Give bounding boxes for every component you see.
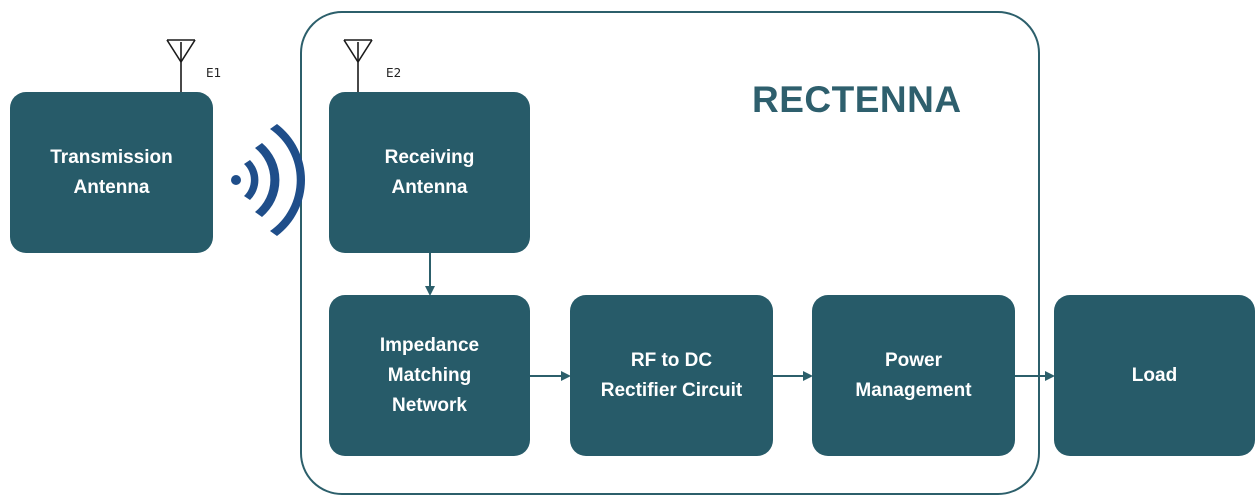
signal-wave-1 <box>244 160 259 200</box>
signal-dot <box>231 175 241 185</box>
block-receiving-antenna: Receiving Antenna <box>329 92 530 253</box>
tx-antenna-icon <box>166 39 196 92</box>
wireless-signal-icon <box>231 124 305 236</box>
block-impedance-matching-network: Impedance Matching Network <box>329 295 530 456</box>
signal-wave-3 <box>270 124 305 236</box>
rx-antenna-icon <box>343 39 373 92</box>
rectenna-title: RECTENNA <box>752 79 962 120</box>
rectenna-group-frame <box>300 11 1040 495</box>
block-rf-to-dc-rectifier: RF to DC Rectifier Circuit <box>570 295 773 456</box>
antenna-label-e1: E1 <box>206 66 222 80</box>
block-transmission-antenna: Transmission Antenna <box>10 92 213 253</box>
signal-wave-2 <box>255 143 280 217</box>
block-load: Load <box>1054 295 1255 456</box>
antenna-label-e2: E2 <box>386 66 402 80</box>
block-power-management: Power Management <box>812 295 1015 456</box>
